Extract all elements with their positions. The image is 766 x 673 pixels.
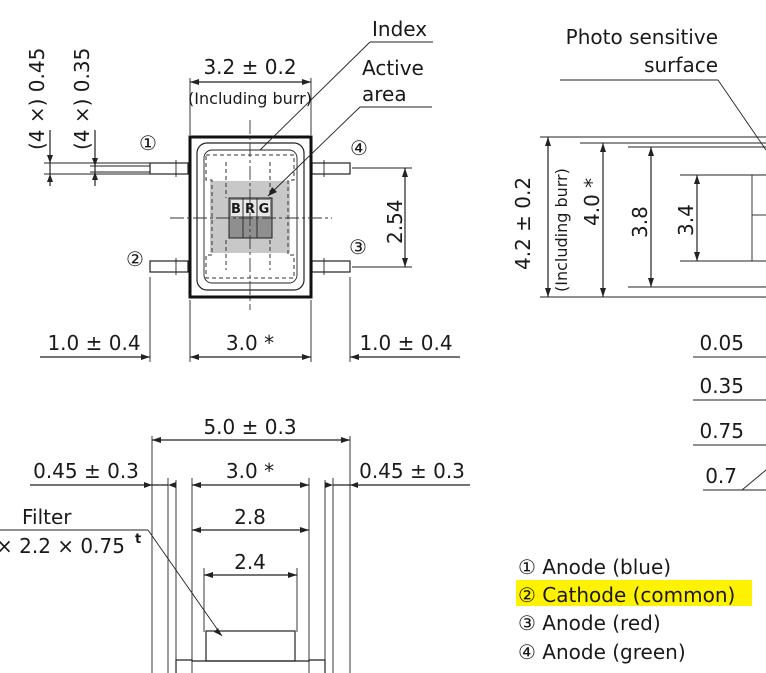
pin-marker-4: ④ — [350, 136, 368, 160]
dim-front-center: 3.0 * — [226, 459, 274, 483]
legend-item-2: ② Cathode (common) — [518, 583, 735, 607]
lead-pin-1 — [149, 162, 189, 175]
lead-pin-2 — [149, 260, 189, 273]
chip-letter-b: B — [231, 202, 241, 217]
label-active-line2: area — [362, 82, 407, 106]
pin-marker-2: ② — [126, 247, 144, 271]
package-cavity — [196, 142, 305, 291]
label-filter: Filter — [22, 505, 72, 529]
dim-h40: 4.0 * — [580, 178, 604, 226]
dim-overall: 5.0 ± 0.3 — [203, 415, 296, 439]
label-filter-dims: × 2.2 × 0.75 — [0, 534, 125, 558]
dim-h34: 3.4 — [674, 204, 698, 236]
label-index: Index — [372, 17, 427, 41]
dim-d075: 0.75 — [699, 419, 744, 443]
label-active-line1: Active — [362, 56, 424, 80]
legend-highlight — [516, 580, 752, 606]
pin-marker-1: ① — [139, 131, 157, 155]
dim-lead-width-a: (4 ×) 0.45 — [25, 48, 49, 150]
filter-rect — [205, 630, 296, 662]
dim-lead-len-right: 1.0 ± 0.4 — [359, 331, 452, 355]
dim-height-note: (Including burr) — [552, 168, 571, 292]
dim-d07: 0.7 — [705, 464, 737, 488]
lead-pin-3 — [311, 260, 351, 273]
dim-front-right: 0.45 ± 0.3 — [359, 459, 465, 483]
label-photo-line1: Photo sensitive — [566, 25, 718, 49]
dim-front-left: 0.45 ± 0.3 — [33, 459, 139, 483]
dim-d035: 0.35 — [699, 374, 744, 398]
dim-d005: 0.05 — [699, 331, 744, 355]
dim-width-note: (Including burr) — [188, 89, 312, 108]
lead-pin-4 — [311, 162, 351, 175]
dim-inner-2-8: 2.8 — [234, 505, 266, 529]
chip-letter-g: G — [259, 202, 270, 217]
pin-marker-3: ③ — [349, 235, 367, 259]
side-view: Photo sensitive surface 4.2 ± 0.2 (Inclu… — [511, 25, 766, 491]
label-filter-dims-sup: t — [135, 532, 141, 547]
legend-item-3: ③ Anode (red) — [518, 611, 661, 635]
top-view: B R G ① ② ③ ④ 3.2 ± 0.2 (Including burr)… — [25, 17, 460, 362]
dim-inner-2-4: 2.4 — [234, 550, 266, 574]
dim-lead-len-left: 1.0 ± 0.4 — [47, 331, 140, 355]
label-photo-line2: surface — [644, 53, 718, 77]
chip-letter-r: R — [245, 202, 255, 217]
legend-item-1: ① Anode (blue) — [518, 555, 671, 579]
dim-height: 4.2 ± 0.2 — [511, 177, 535, 270]
dim-body-len: 3.0 * — [226, 331, 274, 355]
dim-lead-width-b: (4 ×) 0.35 — [70, 48, 94, 150]
dim-width: 3.2 ± 0.2 — [203, 55, 296, 79]
legend-item-4: ④ Anode (green) — [518, 640, 686, 664]
front-view: 5.0 ± 0.3 0.45 ± 0.3 3.0 * 0.45 ± 0.3 2.… — [0, 415, 470, 673]
dim-pitch: 2.54 — [383, 199, 407, 244]
dim-h38: 3.8 — [628, 206, 652, 238]
pin-legend: ① Anode (blue) ② Cathode (common) ③ Anod… — [516, 555, 752, 664]
package-body — [188, 135, 313, 299]
